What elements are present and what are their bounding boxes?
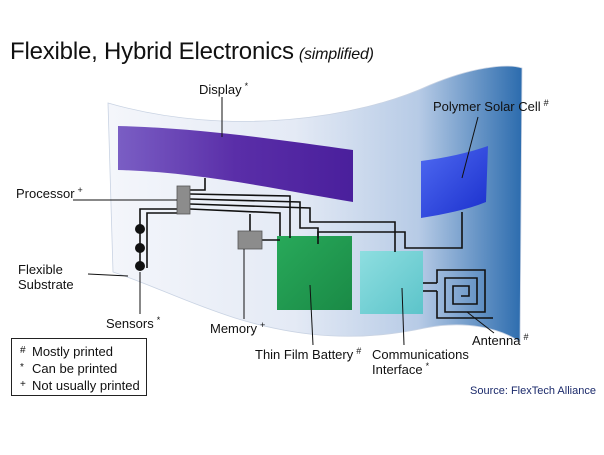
label-comms: Communications Interface* — [372, 347, 469, 377]
memory-chip — [237, 230, 263, 250]
circuit-traces — [139, 178, 493, 319]
label-battery-mark: # — [356, 346, 362, 356]
label-solar-cell: Polymer Solar Cell# — [433, 98, 549, 114]
sensor-nodes — [135, 224, 145, 271]
label-antenna-mark: # — [523, 332, 529, 342]
legend-symbol: * — [20, 362, 24, 373]
processor-chip — [176, 185, 191, 215]
title-subtitle: (simplified) — [298, 46, 374, 63]
solar-cell-panel — [421, 146, 488, 218]
label-substrate-line1: Flexible — [18, 262, 63, 277]
battery-panel — [277, 236, 352, 310]
legend-box: # Mostly printed * Can be printed + Not usu… — [11, 338, 147, 396]
legend-text: Not usually printed — [32, 378, 140, 393]
label-display: Display* — [199, 81, 249, 97]
diagram-title: Flexible, Hybrid Electronics(simplified) — [10, 38, 374, 69]
label-memory-text: Memory — [210, 321, 257, 336]
label-antenna: Antenna# — [472, 332, 529, 348]
label-antenna-text: Antenna — [472, 333, 521, 348]
label-comms-line2: Interface — [372, 362, 423, 377]
label-solar-cell-mark: # — [543, 98, 549, 108]
legend-row: # Mostly printed — [20, 343, 146, 360]
label-processor: Processor+ — [16, 185, 83, 201]
label-display-text: Display — [199, 82, 242, 97]
legend-row: + Not usually printed — [20, 377, 146, 394]
label-leader-lines — [73, 97, 495, 346]
label-sensors: Sensors* — [106, 315, 161, 331]
legend-symbol: # — [20, 345, 26, 356]
label-comms-mark: * — [425, 361, 430, 371]
label-battery: Thin Film Battery# — [255, 346, 362, 362]
label-processor-text: Processor — [16, 186, 75, 201]
label-sensors-mark: * — [156, 315, 161, 325]
label-solar-cell-text: Polymer Solar Cell — [433, 99, 541, 114]
comms-panel — [360, 251, 423, 314]
label-display-mark: * — [244, 81, 249, 91]
label-battery-text: Thin Film Battery — [255, 347, 354, 362]
display-panel — [118, 126, 353, 202]
label-memory-mark: + — [259, 320, 266, 330]
legend-text: Can be printed — [32, 361, 118, 376]
label-comms-line1: Communications — [372, 347, 469, 362]
title-text: Flexible, Hybrid Electronics — [10, 38, 294, 65]
legend-symbol: + — [20, 379, 26, 390]
label-sensors-text: Sensors — [106, 316, 154, 331]
legend-row: * Can be printed — [20, 360, 146, 377]
legend-text: Mostly printed — [32, 344, 113, 359]
label-memory: Memory+ — [210, 320, 266, 336]
source-credit: Source: FlexTech Alliance — [470, 385, 596, 397]
label-substrate: Flexible Substrate — [18, 262, 74, 292]
label-processor-mark: + — [77, 185, 83, 195]
label-substrate-line2: Substrate — [18, 277, 74, 292]
